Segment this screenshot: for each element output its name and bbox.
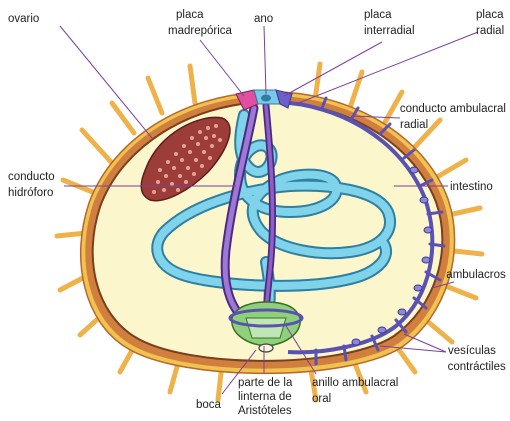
spine <box>148 78 162 113</box>
label-placa-madreporica-2: madrepórica <box>168 25 233 37</box>
spine <box>82 130 112 163</box>
label-conducto-hidroforo: conducto <box>8 171 55 183</box>
label-linterna: parte de la <box>238 377 293 389</box>
label-boca: boca <box>196 399 222 411</box>
label-ovario: ovario <box>8 13 39 25</box>
label-intestino: intestino <box>450 181 493 193</box>
spine <box>112 103 134 133</box>
label-placa-interradial: placa <box>364 9 392 21</box>
spine <box>190 66 195 103</box>
label-conducto-ambulacral: conducto ambulacral <box>400 103 506 115</box>
label-linterna-3: Aristóteles <box>238 405 292 416</box>
label-conducto-ambulacral-2: radial <box>400 119 428 131</box>
mouth <box>259 344 273 352</box>
label-ambulacros: ambulacros <box>446 269 506 281</box>
label-placa-radial: placa <box>476 9 504 21</box>
label-placa-interradial-2: interradial <box>364 25 415 37</box>
spine <box>350 72 362 108</box>
label-anillo-ambulacral: anillo ambulacral <box>312 377 398 389</box>
label-anillo-ambulacral-2: oral <box>312 393 331 405</box>
label-vesiculas: vesículas <box>448 345 496 357</box>
label-linterna-2: linterna de <box>238 391 292 403</box>
anus-opening <box>261 95 271 102</box>
label-vesiculas-2: contráctiles <box>448 361 506 373</box>
label-placa-radial-2: radial <box>476 25 504 37</box>
label-placa-madreporica: placa <box>176 9 204 21</box>
label-ano: ano <box>254 13 273 25</box>
label-conducto-hidroforo-2: hidróforo <box>8 187 53 199</box>
